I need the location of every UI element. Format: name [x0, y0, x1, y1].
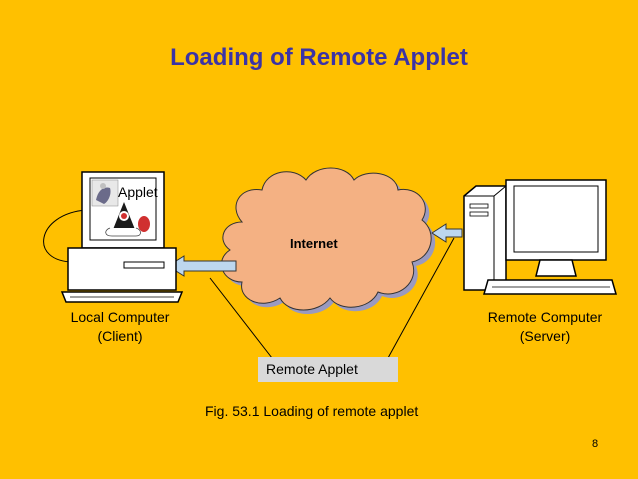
- slide-title: Loading of Remote Applet: [170, 44, 468, 71]
- internet-label: Internet: [290, 236, 338, 251]
- connector-line-left: [209, 277, 273, 359]
- figure-caption: Fig. 53.1 Loading of remote applet: [205, 403, 419, 419]
- remote-computer-icon: [463, 179, 617, 295]
- local-computer-label: Local Computer: [70, 309, 170, 325]
- internet-to-client-arrow: [167, 255, 237, 277]
- java-duke-icon: [91, 179, 150, 237]
- remote-computer-caption: Remote Computer (Server): [470, 308, 620, 346]
- remote-computer-label: Remote Computer: [487, 309, 603, 325]
- applet-label: Applet: [118, 184, 158, 200]
- connector-line-right: [387, 237, 455, 359]
- local-computer-caption: Local Computer (Client): [60, 308, 180, 346]
- remote-applet-box: Remote Applet: [258, 357, 398, 382]
- local-computer-role: (Client): [97, 328, 143, 344]
- server-to-internet-arrow: [431, 223, 463, 243]
- load-loop-arrow: [43, 205, 93, 263]
- remote-computer-role: (Server): [519, 328, 571, 344]
- page-number: 8: [592, 438, 599, 450]
- internet-cloud-icon: [220, 167, 436, 314]
